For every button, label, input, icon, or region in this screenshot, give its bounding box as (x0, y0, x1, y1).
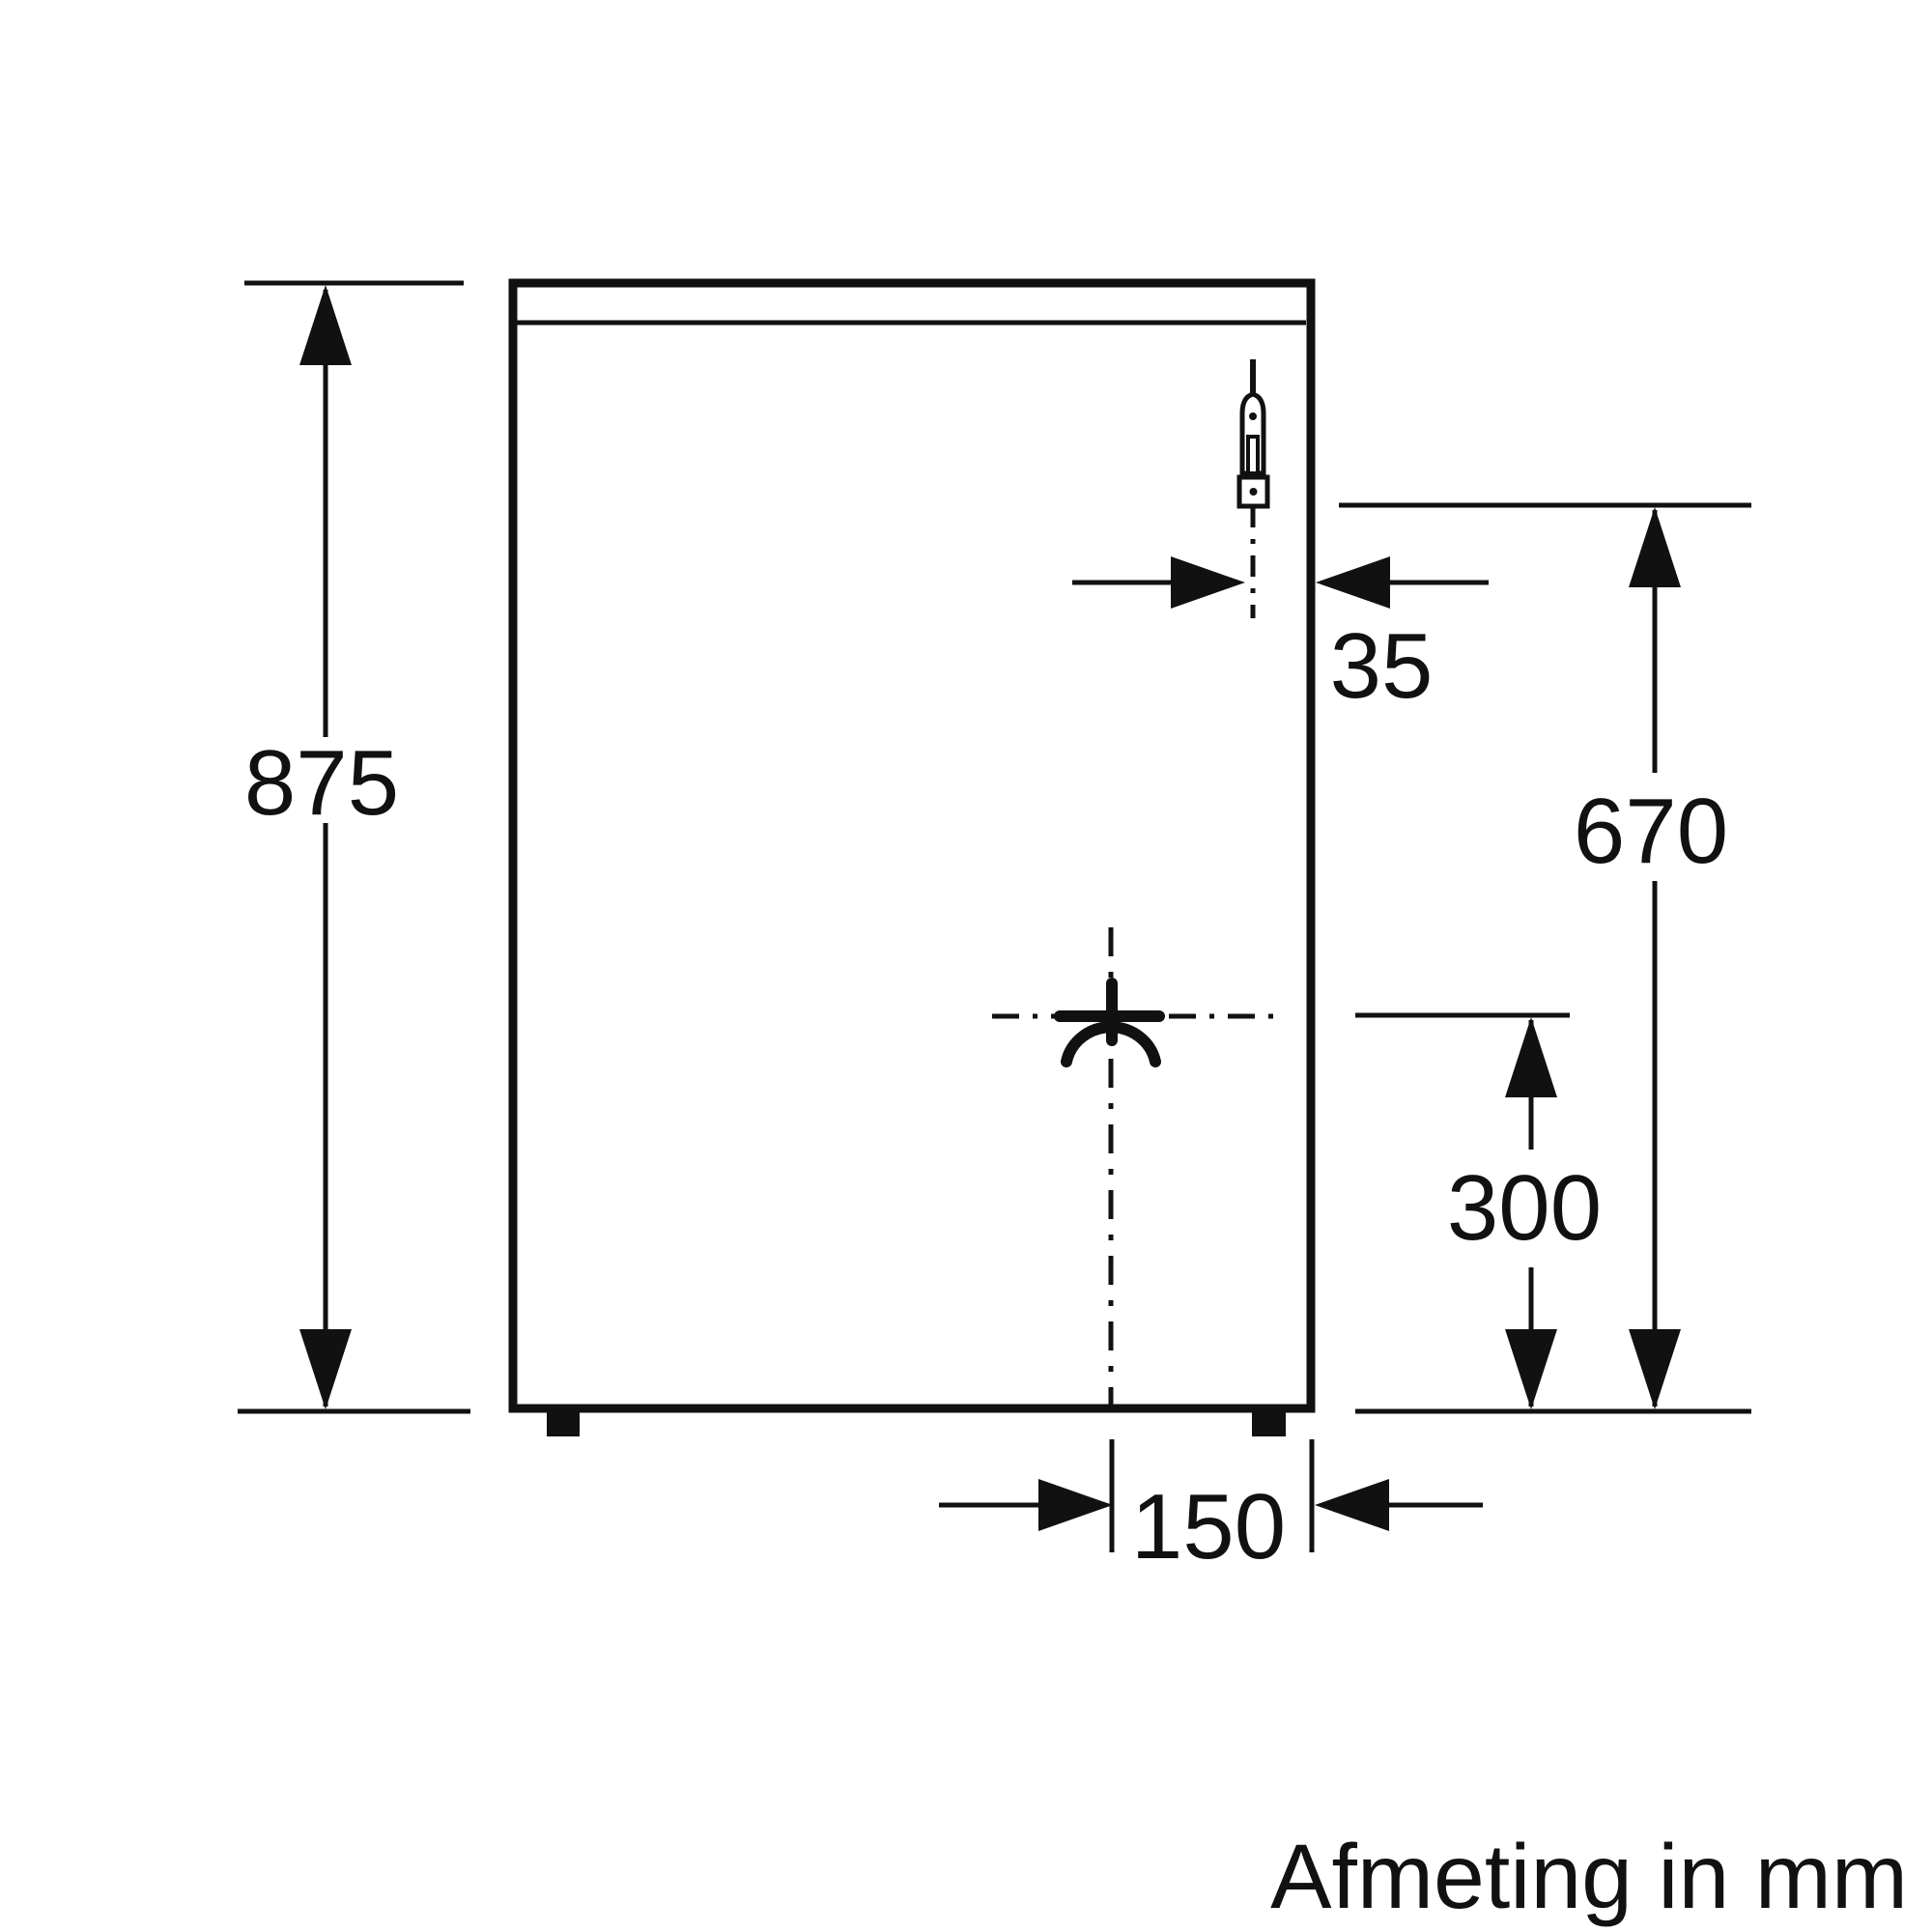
dimension-gas-inlet-height: 300 (1355, 1012, 1602, 1409)
arrowhead-right-35 (1171, 556, 1245, 609)
connector-slot (1246, 435, 1260, 475)
dimension-label-670: 670 (1574, 780, 1728, 883)
arrowhead-right-150 (1038, 1479, 1113, 1531)
dimension-connector-height: 670 (1339, 502, 1751, 1414)
dimension-label-300: 300 (1447, 1156, 1602, 1260)
arrowhead-down-875 (299, 1329, 352, 1409)
arrowhead-up-670 (1629, 507, 1681, 587)
cabinet-foot-left (547, 1408, 580, 1436)
dimension-connector-offset: 35 (1072, 556, 1489, 718)
dimension-label-875: 875 (244, 731, 399, 835)
arrowhead-up-875 (299, 285, 352, 365)
dimension-label-150: 150 (1131, 1475, 1286, 1578)
cabinet-outline (508, 278, 1316, 1413)
arrowhead-down-300 (1505, 1329, 1557, 1409)
dimension-gas-inlet-offset: 150 (939, 1439, 1483, 1578)
gas-symbol-arc (1061, 1021, 1161, 1067)
connector-pin-dot (1249, 412, 1257, 420)
unit-note: Afmeting in mm (1270, 1826, 1908, 1928)
arrowhead-left-150 (1315, 1479, 1389, 1531)
appliance-cabinet (508, 278, 1316, 1436)
dimension-overall-height: 875 (238, 280, 470, 1414)
arrowhead-left-35 (1316, 556, 1390, 609)
dimension-label-35: 35 (1330, 614, 1434, 718)
gas-connection-icon (992, 927, 1282, 1408)
connector-socket-dot (1249, 488, 1258, 496)
power-cord-connector-icon (1236, 359, 1270, 618)
cabinet-foot-right (1252, 1408, 1286, 1436)
arrowhead-up-300 (1505, 1017, 1557, 1097)
arrowhead-down-670 (1629, 1329, 1681, 1409)
